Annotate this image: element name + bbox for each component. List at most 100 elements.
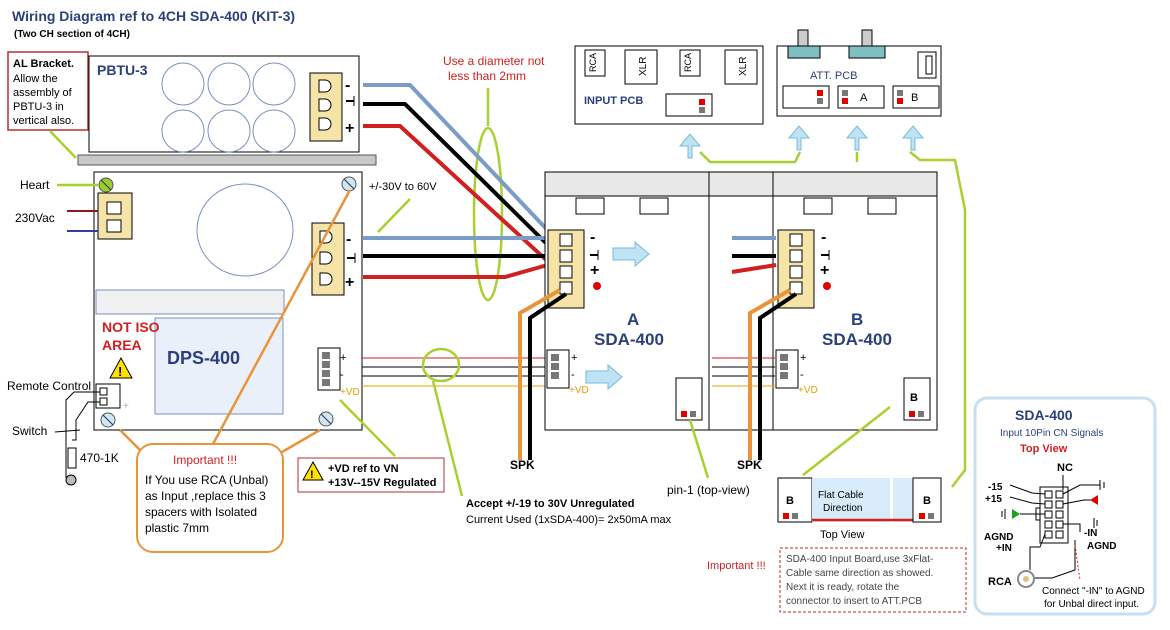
- amp-a-arrow-icon: [612, 240, 650, 268]
- important-1-line-1: If You use RCA (Unbal): [145, 473, 268, 487]
- al-bracket-line-2: assembly of: [13, 87, 73, 99]
- remote-switch-circuit: [54, 391, 100, 486]
- amp-b-minus: -: [821, 229, 826, 246]
- flat-cable-ribbon: [812, 478, 890, 522]
- amp-b-spk-wires: [748, 288, 798, 460]
- input-pcb-xlr-2: XLR: [738, 57, 749, 76]
- al-bracket-pointer: [49, 130, 77, 159]
- sda-note-2: for Unbal direct input.: [1044, 599, 1139, 610]
- input-pcb-label: INPUT PCB: [584, 95, 643, 107]
- dps-capacitor: [196, 183, 294, 277]
- amp-a-plus: +: [590, 262, 599, 279]
- svg-text:!: !: [118, 364, 122, 379]
- dps-plus: +: [345, 274, 354, 291]
- flat-cable-top-view: Top View: [820, 529, 864, 541]
- red-led-icon: [1090, 495, 1098, 505]
- important-note-rca: [136, 443, 284, 553]
- sda-plus-in: +IN: [996, 543, 1012, 554]
- important-1-pointers: [119, 189, 352, 454]
- amp-a-vd-minus: -: [571, 369, 575, 381]
- dps-heatsink: [95, 289, 285, 315]
- sda-10pin-connector: [1039, 486, 1069, 544]
- dps-label: DPS-400: [167, 348, 240, 368]
- al-bracket-line-4: vertical also.: [13, 115, 74, 127]
- input-routing-lines: [699, 151, 967, 488]
- att-pcb-connector-b: [892, 85, 940, 109]
- switch-label: Switch: [12, 424, 47, 438]
- warning-icon: !: [109, 356, 133, 379]
- dps-transformer: [154, 317, 284, 415]
- al-bracket-bar: [77, 154, 377, 166]
- amp-b-name: SDA-400: [822, 330, 892, 349]
- sda-rca: RCA: [988, 576, 1012, 588]
- al-bracket-line-3: PBTU-3 in: [13, 101, 64, 113]
- amp-b-power-wires: [731, 236, 777, 274]
- dps-vd-plus: +: [340, 352, 346, 364]
- important-2-line-2: Cable same direction as showed.: [786, 568, 933, 579]
- flat-cable-connector-2: [912, 477, 942, 523]
- amp-b-plus: +: [820, 262, 829, 279]
- flat-cable-line-1: Flat Cable: [818, 490, 864, 501]
- pbtu-label: PBTU-3: [97, 62, 148, 78]
- important-2-line-1: SDA-400 Input Board,use 3xFlat-: [786, 554, 933, 565]
- al-bracket-title: AL Bracket.: [13, 58, 74, 70]
- spk-a-label: SPK: [510, 458, 535, 472]
- important-title-1: Important !!!: [173, 453, 237, 467]
- vd-wire-highlight: [421, 347, 461, 383]
- dps-minus: -: [346, 231, 351, 248]
- input-pcb-xlr-1: XLR: [638, 57, 649, 76]
- sda-panel-sub: Input 10Pin CN Signals: [1000, 428, 1103, 439]
- spacer-screws: [98, 176, 357, 428]
- amp-b-letter: B: [851, 310, 863, 329]
- resistor-label: 470-1K: [80, 451, 119, 465]
- main-power-wires: [363, 83, 559, 279]
- flat-cable-b1: B: [786, 495, 794, 507]
- al-bracket-note: [7, 51, 89, 131]
- pin1-label: pin-1 (top-view): [667, 483, 750, 497]
- accept-line-1: Accept +/-19 to 30V Unregulated: [466, 498, 634, 510]
- important-2-line-3: Next it is ready, rotate the: [786, 582, 900, 593]
- important-1-line-4: plastic 7mm: [145, 521, 209, 535]
- dps-vd-minus: -: [340, 369, 344, 381]
- important-note-flat-cable: [779, 547, 967, 613]
- input-pcb-rca-2: RCA: [683, 53, 693, 72]
- sda-agnd-left: AGND: [984, 532, 1013, 543]
- heart-label: Heart: [20, 178, 50, 192]
- diagram-subtitle: (Two CH section of 4CH): [14, 29, 130, 40]
- diameter-note-2: less than 2mm: [448, 69, 526, 83]
- important-2-line-4: connector to insert to ATT.PCB: [786, 596, 922, 607]
- al-bracket-line-1: Allow the: [13, 73, 58, 85]
- sda-note-1: Connect "-IN" to AGND: [1042, 586, 1145, 597]
- amp-b-input-b: B: [910, 392, 918, 404]
- up-arrow-icons: [678, 125, 925, 159]
- pbtu-capacitors: [161, 62, 296, 153]
- ground-icons: [1001, 480, 1105, 528]
- amp-a-vd-label: +VD: [569, 385, 589, 396]
- amp-a-name: SDA-400: [594, 330, 664, 349]
- amp-a-input-connector: [675, 377, 703, 421]
- diagram-title: Wiring Diagram ref to 4CH SDA-400 (KIT-3…: [12, 8, 295, 24]
- att-pcb-a: A: [860, 92, 868, 104]
- flat-cable-b2: B: [923, 495, 931, 507]
- not-iso-label-2: AREA: [102, 337, 142, 353]
- sda-p15: +15: [985, 494, 1002, 505]
- sda-minus-in: -IN: [1084, 528, 1097, 539]
- vd-warning-line-2: +13V--15V Regulated: [328, 477, 437, 489]
- vd-wires: [362, 357, 545, 387]
- spk-b-label: SPK: [737, 458, 762, 472]
- accept-line-2: Current Used (1xSDA-400)= 2x50mA max: [466, 514, 672, 526]
- input-pcb-rca-1: RCA: [588, 53, 598, 72]
- att-pcb-connector-1: [782, 85, 830, 109]
- att-pcb-b: B: [911, 92, 918, 104]
- amp-b-vd-minus: -: [800, 369, 804, 381]
- voltage-range-label: +/-30V to 60V: [369, 181, 437, 193]
- amp-a-vd-plus: +: [571, 352, 577, 364]
- vd-warning-line-1: +VD ref to VN: [328, 463, 399, 475]
- amp-b-input-connector: [903, 377, 931, 421]
- sda-nc: NC: [1057, 462, 1073, 474]
- amp-b-vd-plus: +: [800, 352, 806, 364]
- att-pcb-label: ATT. PCB: [810, 70, 857, 82]
- amp-a-letter: A: [627, 310, 639, 329]
